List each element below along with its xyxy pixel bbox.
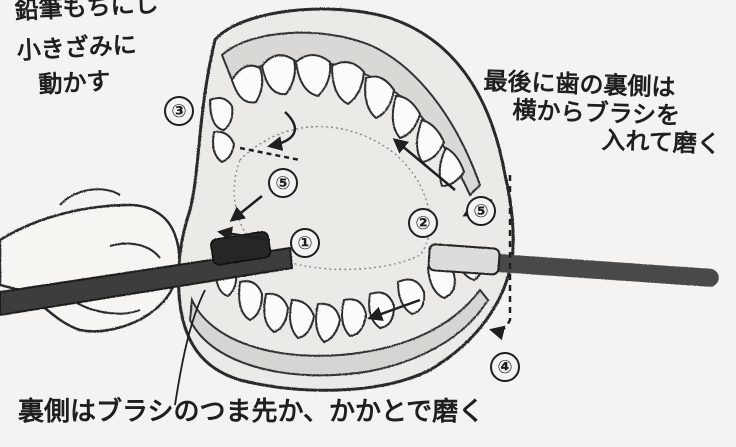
step-1-marker: ① (290, 228, 320, 258)
arrow-step-4 (489, 175, 512, 341)
right-toothbrush (427, 243, 719, 287)
arrow-step-2 (392, 138, 456, 191)
step-2-marker: ② (408, 208, 438, 238)
upper-teeth (208, 54, 466, 188)
step-3-marker: ③ (164, 96, 194, 126)
dashed-guide (239, 146, 301, 162)
arrow-step-1 (217, 226, 271, 242)
brushing-arrows (174, 111, 512, 406)
top-right-note-line-3: 入れて磨く (601, 126, 722, 159)
hand-with-toothbrush (0, 188, 294, 333)
inner-mouth (233, 125, 431, 271)
arrow-step-5a (229, 195, 263, 222)
step-5-marker-right: ⑤ (466, 196, 496, 226)
arrow-lower (367, 298, 421, 321)
step-4-marker: ④ (490, 352, 520, 382)
bottom-note: 裏側はブラシのつま先か、かかとで磨く (18, 397, 485, 427)
top-right-note: 最後に歯の裏側は 横からブラシを 入れて磨く (481, 67, 723, 159)
arrow-step-3 (267, 111, 297, 151)
top-left-note-line-2: 小きざみに (16, 30, 138, 65)
pointer-line (174, 289, 206, 406)
top-left-note-line-1: 鉛筆もちにし (13, 0, 160, 25)
top-left-note: 鉛筆もちにし 小きざみに 動かす (14, 0, 163, 101)
step-5-marker-left: ⑤ (268, 168, 298, 198)
